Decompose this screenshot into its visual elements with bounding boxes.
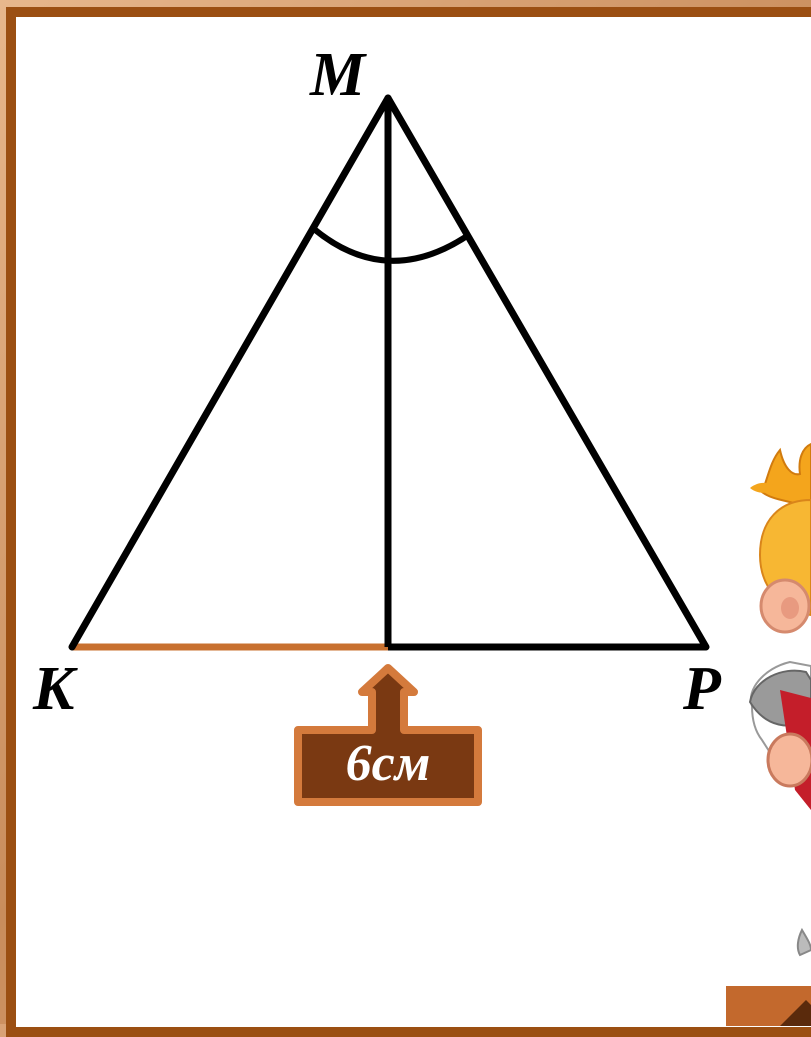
segment-length-label: 6см [345,735,431,792]
length-callout [294,664,482,806]
vertex-label-p: P [683,655,721,723]
angle-arc [312,226,472,264]
cartoon-boy-with-marker-icon [748,442,811,957]
triangle-arrow-icon [780,1000,811,1026]
callout-arrow-shape [294,664,482,806]
side-km [68,94,392,651]
next-slide-button[interactable] [726,986,811,1026]
vertex-label-m: M [310,41,366,109]
side-mp [384,94,710,651]
vertex-label-k: K [33,655,75,723]
